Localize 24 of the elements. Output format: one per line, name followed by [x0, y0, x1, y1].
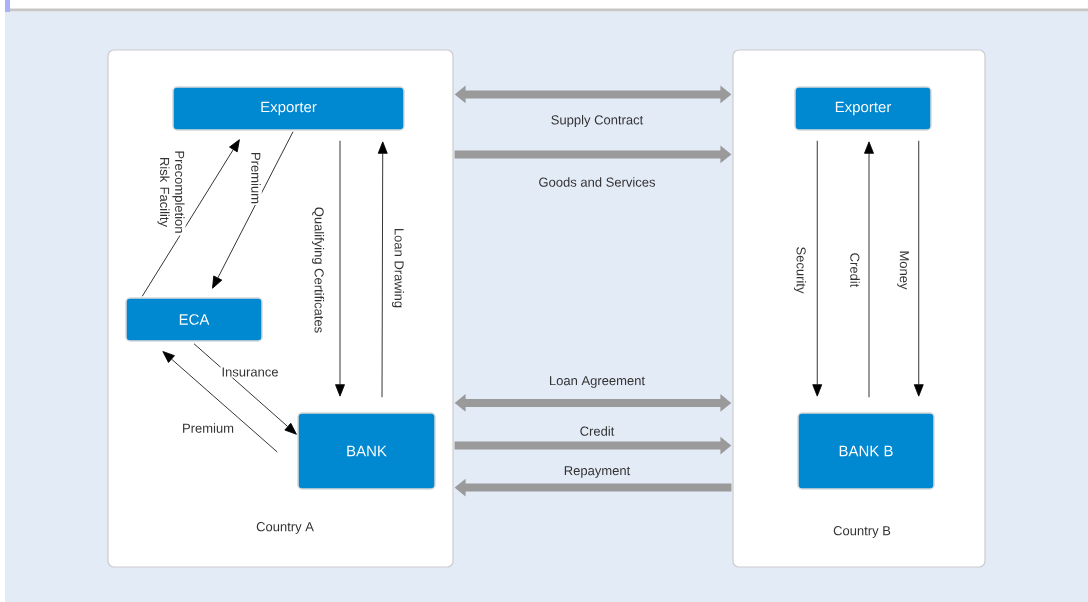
edge-label: Premium [181, 422, 235, 434]
arrow [864, 141, 874, 398]
edge-label: Money [896, 249, 910, 291]
entity-box: ECA [125, 297, 263, 342]
edge-label: Repayment [562, 465, 632, 479]
arrow [212, 131, 294, 289]
entity-box: BANK B [797, 412, 935, 490]
entity-box: Exporter [794, 86, 932, 131]
edge-label: Premium [250, 151, 262, 205]
arrow [162, 351, 278, 453]
edge-label: Credit [849, 251, 861, 289]
edge-label: Credit [578, 425, 616, 437]
arrow [377, 141, 388, 398]
arrow [335, 140, 345, 397]
edge-label: Goods and Services [537, 176, 657, 188]
arrow [193, 343, 297, 435]
edge-label: Precompletion Risk Facility [156, 148, 186, 236]
arrow [141, 139, 240, 297]
arrow [812, 140, 823, 397]
entity-box: BANK [297, 412, 436, 490]
arrow [913, 140, 924, 397]
edge-label: Insurance [220, 366, 280, 378]
entity-box: Exporter [172, 86, 405, 131]
edge-label: Loan Agreement [547, 375, 647, 389]
